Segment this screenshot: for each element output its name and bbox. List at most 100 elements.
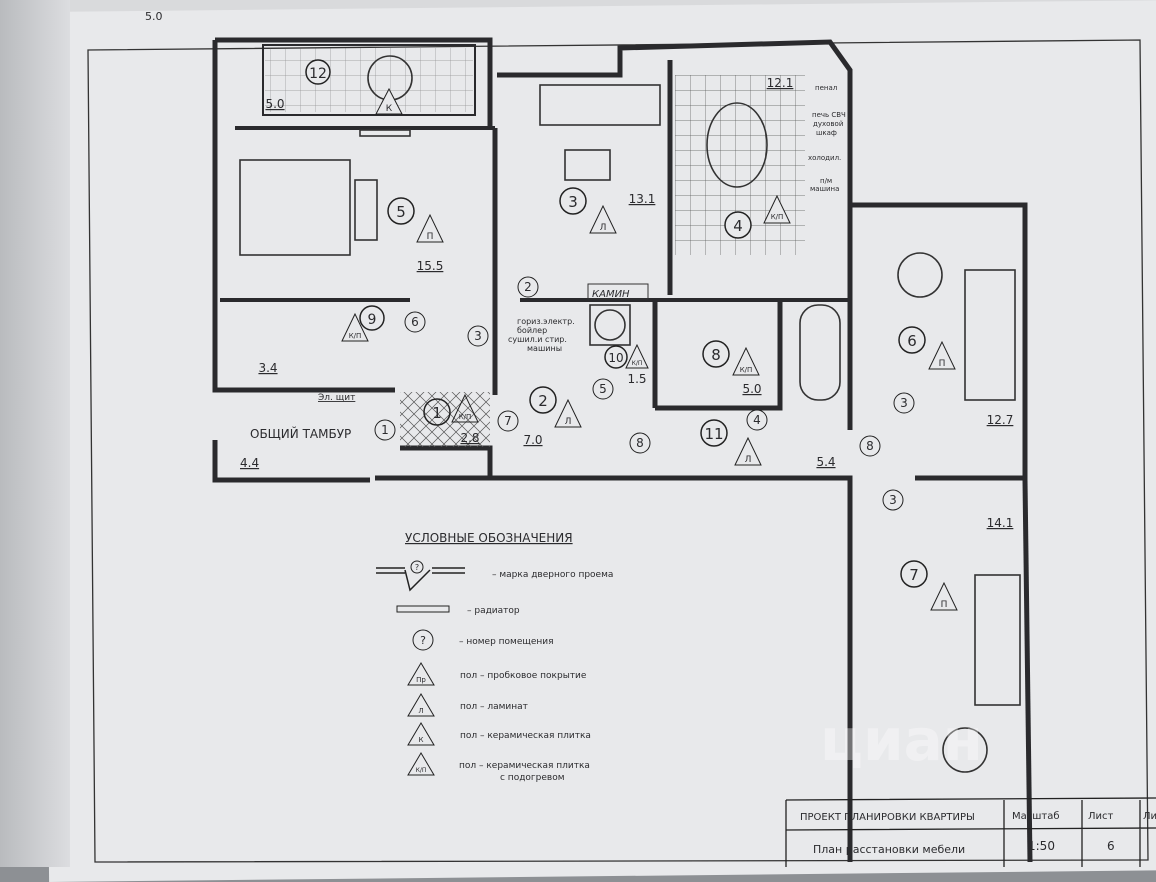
nightstand (354, 179, 378, 241)
room-area: 14.1 (987, 516, 1014, 530)
floor-mark: Л (745, 455, 752, 465)
legend: УСЛОВНЫЕ ОБОЗНАЧЕНИЯ ? – марка дверного … (376, 531, 613, 783)
armchair (897, 252, 943, 298)
room-11: 11 Л 5.4 (700, 419, 836, 469)
legend-title: УСЛОВНЫЕ ОБОЗНАЧЕНИЯ (405, 531, 573, 545)
machines-note-1: сушил.и стир. (508, 335, 567, 344)
pantry-note: пенал (815, 84, 837, 92)
room-number: 4 (733, 217, 743, 235)
floor-mark: П (941, 600, 948, 610)
coffee-table (564, 149, 611, 181)
vestibule-label: ОБЩИЙ ТАМБУР (250, 426, 351, 441)
floor-mark: К/П (740, 366, 753, 374)
room-number: 5 (396, 203, 406, 221)
vestibule-area: 4.4 (240, 456, 259, 470)
door-marks: 1 2 3 6 7 8 5 4 3 8 3 (374, 276, 915, 511)
project-title: ПРОЕКТ ПЛАНИРОВКИ КВАРТИРЫ (800, 812, 975, 823)
floor-mark: Л (600, 223, 607, 233)
door-number: 6 (411, 315, 419, 329)
boiler-note-1: гориз.электр. (517, 317, 575, 326)
door-number: 1 (381, 423, 389, 437)
sofa-room6 (964, 269, 1016, 401)
door-mark: 3 (893, 392, 915, 414)
legend-item-radiator: – радиатор (396, 605, 520, 616)
room-area: 2.8 (460, 431, 479, 445)
sofa (539, 84, 661, 126)
oven-note-2: духовой (813, 120, 843, 128)
room-number: 2 (538, 392, 548, 410)
legend-item-door: ? – марка дверного проема (376, 560, 613, 592)
door-number: 2 (524, 280, 532, 294)
legend-text: – номер помещения (459, 637, 554, 647)
balcony-tiles (265, 48, 473, 112)
desk-chair (942, 727, 988, 773)
room-5: 5 П 15.5 (387, 197, 444, 273)
legend-item-cork: Пр пол – пробковое покрытие (407, 662, 587, 686)
door-mark: 1 (374, 419, 396, 441)
door-number: 3 (889, 493, 897, 507)
door-mark: 4 (746, 409, 768, 431)
fireplace (587, 283, 649, 300)
legend-symbol: ? (420, 634, 426, 647)
door-number: 7 (504, 414, 512, 428)
floor-mark: К (386, 104, 393, 114)
room-8: 8 К/П 5.0 (702, 340, 762, 396)
dining-table (706, 102, 768, 188)
door-number: 3 (474, 329, 482, 343)
room-area: 12.1 (767, 76, 794, 90)
room-number: 12 (309, 66, 327, 82)
room-10: 10 К/П 1.5 (604, 343, 649, 386)
door-mark: 8 (859, 435, 881, 457)
door-number: 8 (636, 436, 644, 450)
legend-text: пол – керамическая плитка (459, 761, 590, 771)
room-number: 1 (432, 404, 442, 422)
watermark: циан (820, 706, 983, 774)
door-mark: 3 (467, 325, 489, 347)
room-4: 4 К/П 12.1 (724, 76, 794, 239)
walls (212, 37, 1033, 863)
door-mark: 7 (497, 410, 519, 432)
room-9: 9 К/П 3.4 (258, 305, 385, 375)
door-number: 8 (866, 439, 874, 453)
room-area: 1.5 (627, 372, 646, 386)
floor-mark: Л (565, 417, 572, 427)
legend-item-heated-ceramic: К/П пол – керамическая плитка с подогрев… (407, 752, 590, 783)
floor-mark: К/П (459, 413, 472, 421)
door-mark: 5 (592, 378, 614, 400)
room-number: 7 (909, 566, 919, 584)
floor-mark: К/П (632, 360, 643, 367)
room-number: 6 (907, 332, 917, 350)
sheet-label: Лист (1088, 811, 1114, 822)
legend-symbol: Пр (416, 676, 426, 684)
fireplace-note: КАМИН (592, 289, 630, 300)
drawing-title: План расстановки мебели (813, 843, 965, 856)
legend-symbol: Л (418, 707, 423, 715)
door-mark: 8 (629, 432, 651, 454)
legend-symbol: К (419, 736, 424, 744)
bed (239, 159, 351, 256)
floor-mark: П (427, 232, 434, 242)
legend-text: пол – керамическая плитка (460, 731, 591, 741)
dishwasher-note-2: машина (810, 185, 839, 193)
machines-note-2: машины (527, 344, 562, 353)
scale-value: 1:50 (1028, 839, 1055, 853)
legend-text: – радиатор (467, 606, 520, 616)
room-6: 6 П 12.7 (898, 326, 1014, 427)
legend-item-ceramic: К пол – керамическая плитка (407, 722, 591, 746)
door-mark: 6 (404, 311, 426, 333)
sofa-room7 (974, 574, 1021, 706)
scale-label: Масштаб (1012, 811, 1060, 822)
legend-text: пол – ламинат (460, 702, 528, 712)
radiator (359, 129, 411, 137)
door-mark: 3 (882, 489, 904, 511)
room-area: 12.7 (987, 413, 1014, 427)
oven-note-1: печь СВЧ (812, 111, 846, 119)
legend-text-2: с подогревом (500, 773, 565, 783)
room-2: 2 Л 7.0 (523, 386, 582, 447)
radiator-symbol (396, 605, 450, 613)
room-area: 5.0 (265, 97, 284, 111)
door-number: 3 (900, 396, 908, 410)
electric-panel-note: Эл. щит (318, 393, 355, 403)
door-number: 4 (753, 413, 761, 427)
